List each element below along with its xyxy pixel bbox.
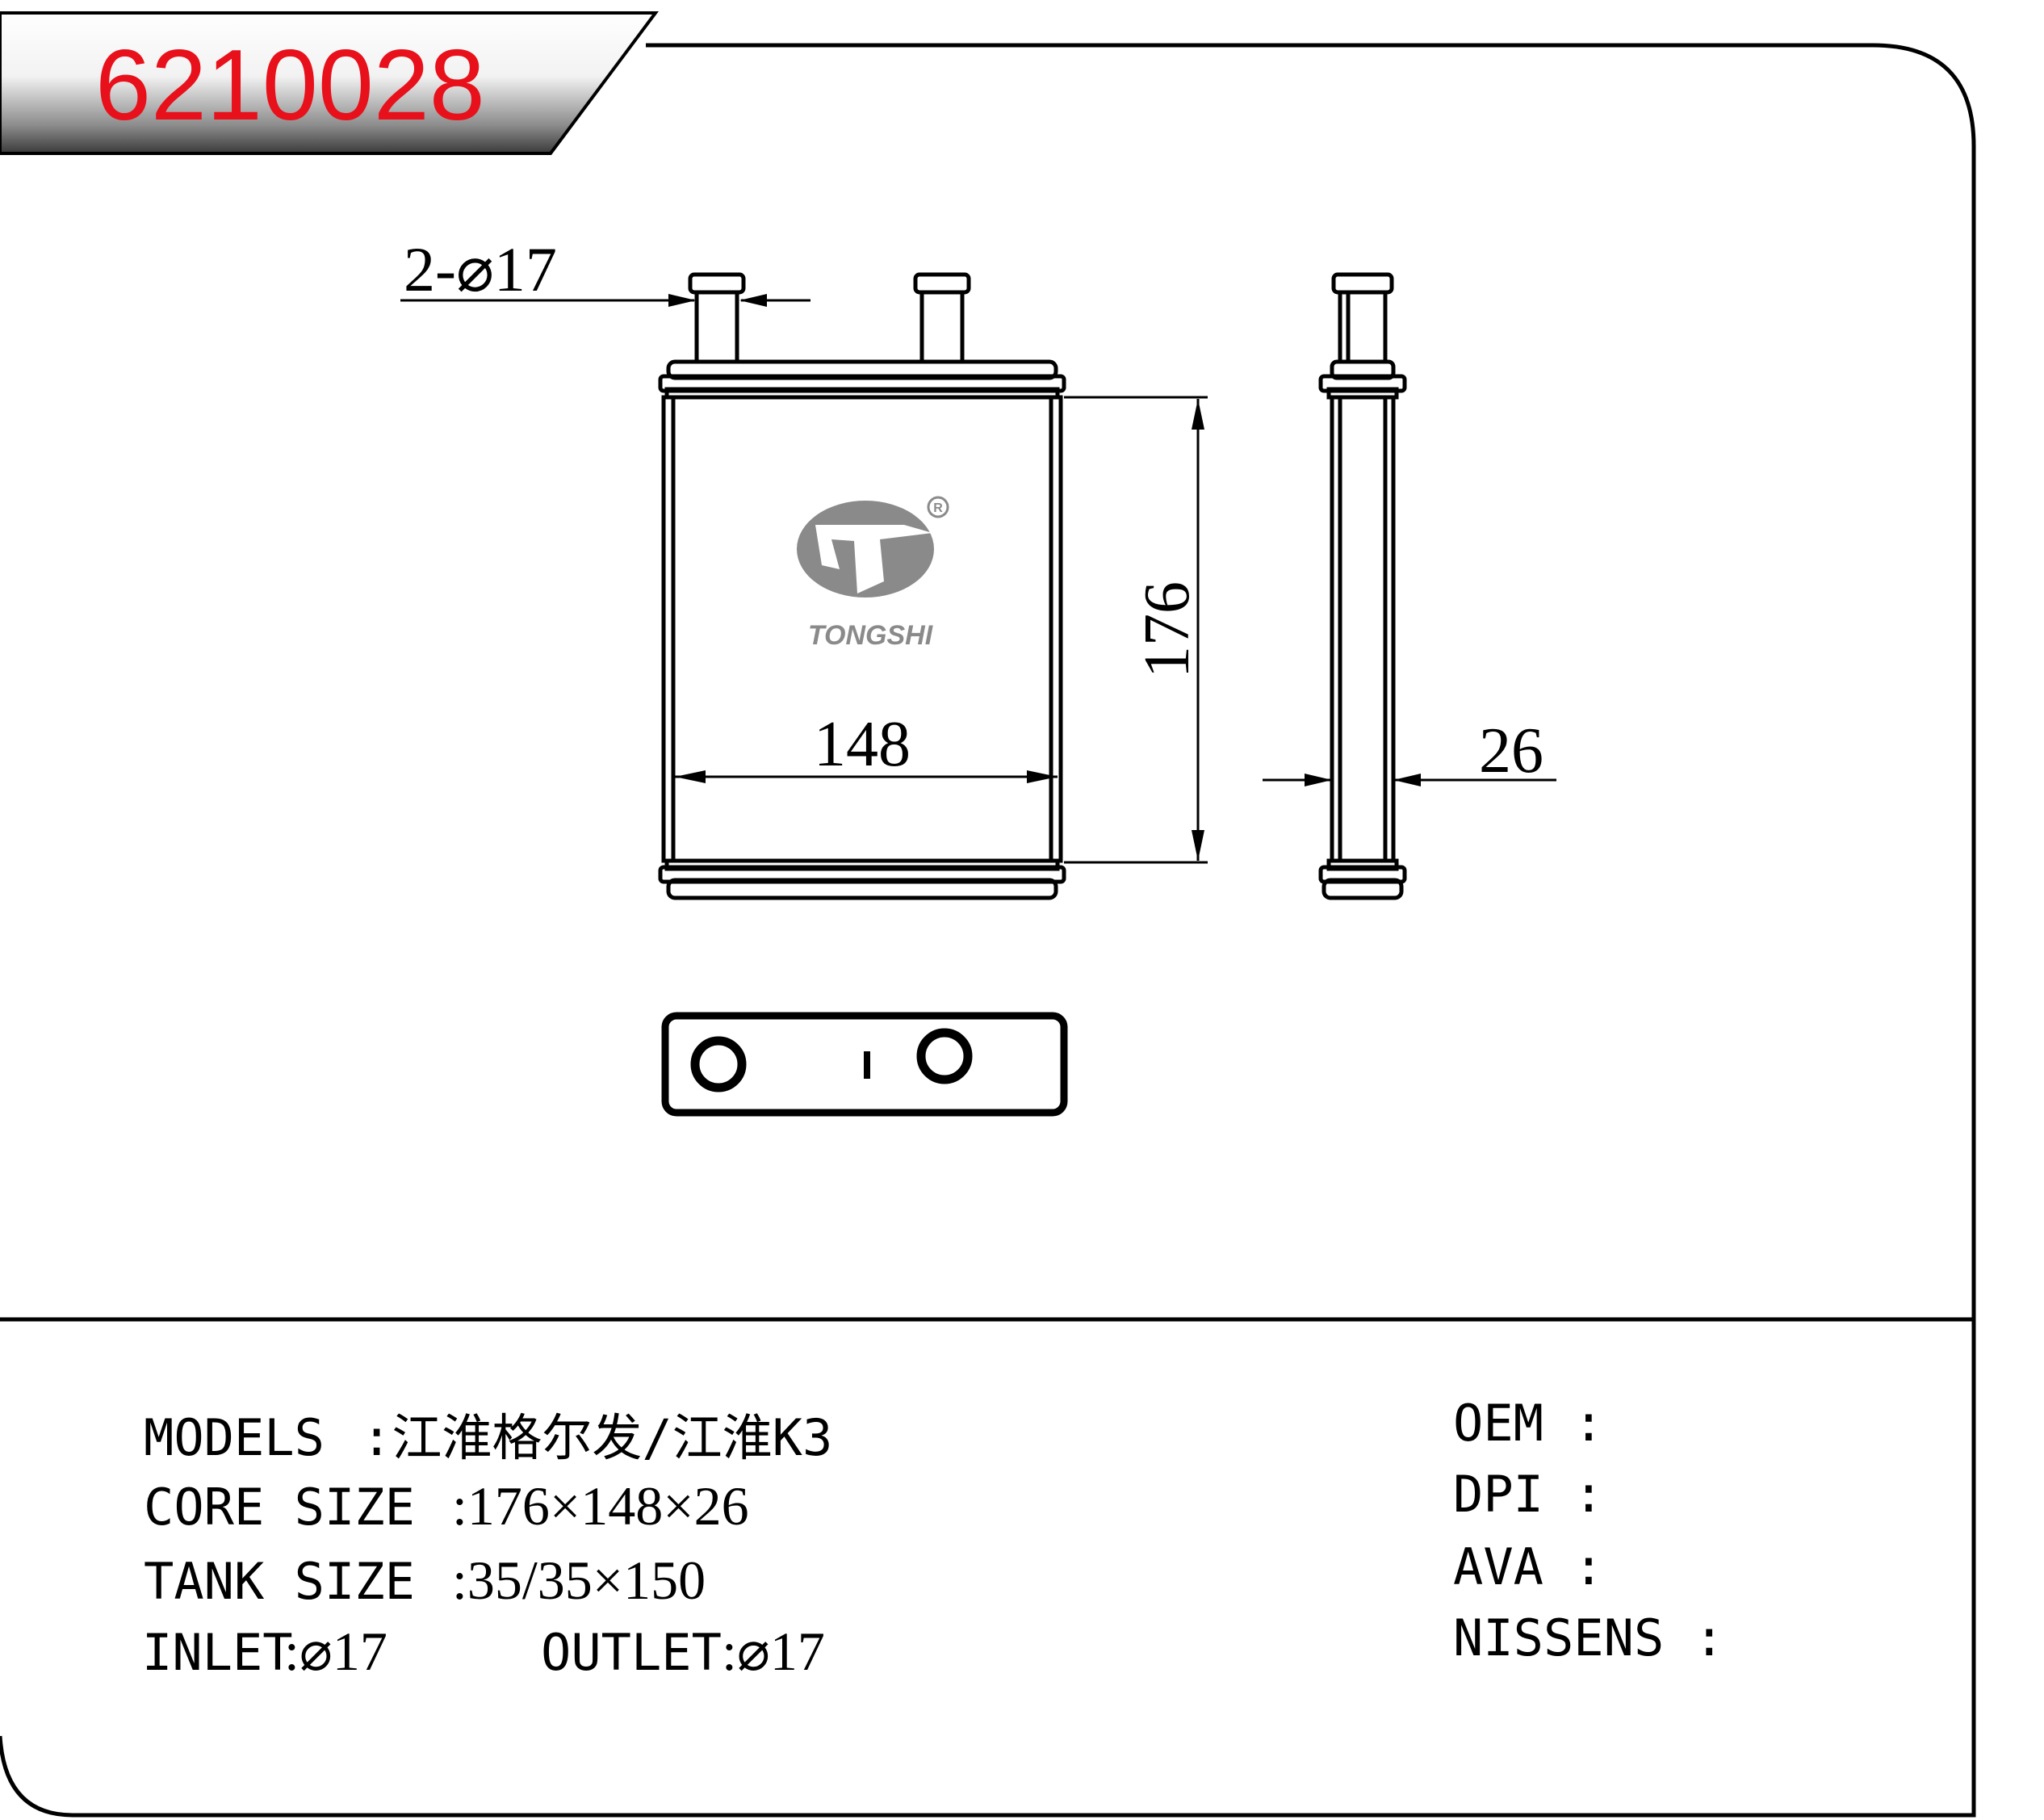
outlet-hole-icon <box>916 1028 973 1084</box>
front-view <box>658 272 1066 900</box>
core-size-value: :176×148×26 <box>452 1475 749 1537</box>
tank-size-label: TANK SIZE <box>144 1552 415 1611</box>
side-view <box>1318 272 1407 900</box>
height-dimension: 176 <box>1064 396 1208 864</box>
width-dim-label: 148 <box>814 709 911 780</box>
logo-cutout-icon <box>815 525 932 593</box>
depth-dim-label: 26 <box>1479 715 1543 786</box>
outlet-label: OUTLET <box>541 1623 722 1682</box>
registered-mark <box>927 496 949 518</box>
tank-size-value: :35/35×150 <box>452 1550 706 1611</box>
reference-block: OEM : DPI : AVA : NISSENS : <box>1453 1394 1724 1667</box>
top-tank <box>658 359 1066 400</box>
pipe-diameter-annotation: 2-⌀17 <box>400 234 810 307</box>
right-pipe <box>913 272 971 364</box>
core-size-label: CORE SIZE <box>144 1478 415 1537</box>
height-dim-label: 176 <box>1132 581 1203 678</box>
outlet-value: :⌀17 <box>722 1621 825 1682</box>
logo-brand: TONGSHI <box>808 620 934 651</box>
tongshi-logo: R TONGSHI <box>797 496 949 651</box>
models-value: :江淮格尔发/江淮K3 <box>362 1408 832 1467</box>
models-label: MODELS <box>144 1408 325 1467</box>
specs-block: MODELS :江淮格尔发/江淮K3 CORE SIZE :176×148×26… <box>142 1408 832 1682</box>
depth-dimension: 26 <box>1263 715 1556 786</box>
part-number-tab: 6210028 <box>0 11 659 155</box>
width-dimension: 148 <box>675 709 1058 783</box>
oem-label: OEM : <box>1453 1394 1604 1453</box>
inlet-hole-icon <box>690 1036 747 1092</box>
pipe-note: 2-⌀17 <box>404 234 557 304</box>
inlet-label: INLET <box>142 1623 293 1682</box>
left-pipe <box>688 272 746 364</box>
dpi-label: DPI : <box>1453 1465 1604 1524</box>
ava-label: AVA : <box>1453 1537 1604 1596</box>
top-view <box>661 1012 1068 1117</box>
sheet-frame <box>0 43 1976 1818</box>
part-number: 6210028 <box>95 30 485 141</box>
registered-mark-letter: R <box>933 501 943 515</box>
bottom-tank <box>658 858 1066 900</box>
inlet-value: :⌀17 <box>284 1621 387 1682</box>
nissens-label: NISSENS : <box>1453 1608 1724 1667</box>
